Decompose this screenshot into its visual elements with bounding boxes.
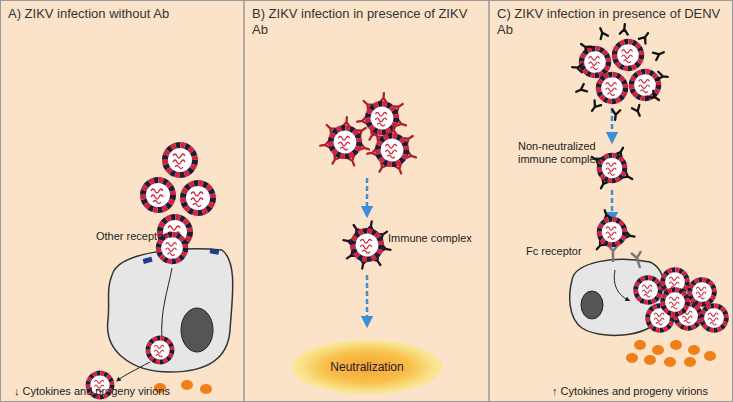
- antibody: [572, 63, 583, 72]
- annotation-label: ↑ Cytokines and progeny virions: [552, 385, 708, 398]
- antibody: [597, 27, 608, 39]
- virion: [599, 219, 625, 245]
- panel: A) ZIKV infection without Ab: [0, 0, 244, 402]
- antibody: [632, 105, 643, 117]
- virion: [599, 75, 626, 102]
- annotation-label: Non-neutralized immune complex: [518, 140, 606, 166]
- virion: [143, 180, 173, 210]
- virion: [331, 128, 360, 157]
- virion: [663, 290, 688, 315]
- virion: [636, 278, 661, 303]
- virion: [690, 280, 715, 305]
- neutralization-glow: Neutralization: [292, 340, 442, 394]
- annotation-label: Other receptor: [96, 230, 167, 243]
- antibody: [575, 84, 587, 95]
- virion: [368, 104, 397, 133]
- annotation-label: Immune complex: [388, 232, 472, 245]
- virion: [702, 306, 727, 331]
- panel: C) ZIKV infection in presence of DENV Ab: [489, 0, 733, 402]
- annotation-label: Fc receptor: [526, 245, 582, 258]
- virion: [183, 183, 213, 213]
- antibody: [589, 100, 601, 113]
- panel-heading: B) ZIKV infection in presence of ZIKV Ab: [244, 0, 489, 43]
- antibody: [657, 72, 668, 81]
- virion: [353, 231, 382, 260]
- antibody: [579, 41, 592, 53]
- virion: [615, 42, 642, 69]
- panel-heading: C) ZIKV infection in presence of DENV Ab: [489, 0, 733, 43]
- virion: [148, 338, 172, 362]
- antibody: [653, 49, 665, 60]
- antibody: [648, 91, 661, 103]
- panel: B) ZIKV infection in presence of ZIKV Ab…: [244, 0, 489, 402]
- virion: [599, 155, 625, 181]
- annotation-label: ↓ Cytokines and progeny virions: [14, 385, 170, 398]
- virion: [378, 136, 407, 165]
- virion: [165, 145, 195, 175]
- antibody: [620, 24, 629, 35]
- glow-label: Neutralization: [330, 360, 403, 374]
- panel-heading: A) ZIKV infection without Ab: [0, 0, 244, 28]
- antibody: [639, 31, 651, 44]
- antibody: [611, 109, 620, 120]
